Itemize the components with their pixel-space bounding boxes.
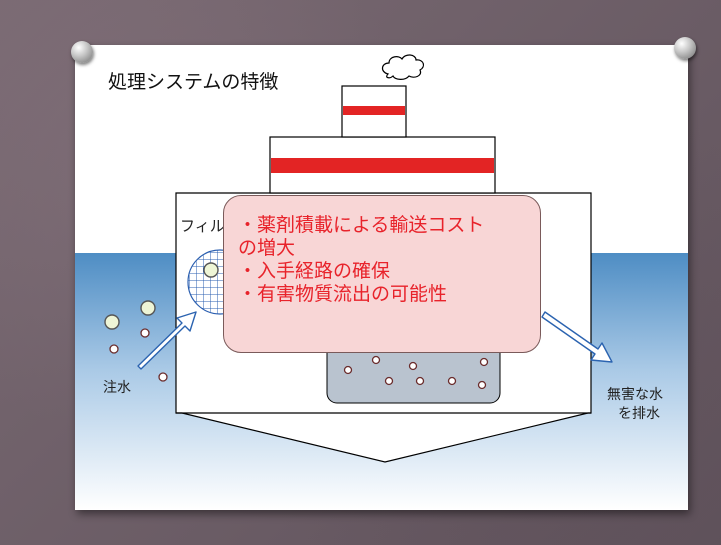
tank-particle [447,376,457,386]
tank-particle [371,355,381,365]
callout-item: の増大 [238,237,296,259]
water-particle [140,300,156,316]
filter-particle [203,262,219,278]
callout-item: ・有害物質流出の可能性 [238,283,448,305]
filter-label: フィル [180,217,225,235]
stripe-lower [271,158,494,173]
tank-particle [408,361,418,371]
outlet-arrow [541,311,613,363]
water-particle [104,314,120,330]
tank-particle [384,376,394,386]
water-particle [109,344,119,354]
water-particle [140,328,150,338]
callout-item: ・薬剤積載による輸送コスト [238,214,485,236]
drawback-callout: ・薬剤積載による輸送コスト の増大 ・入手経路の確保 ・有害物質流出の可能性 [223,195,541,353]
smoke-cloud [381,54,425,80]
tank-particle [343,365,353,375]
callout-item: ・入手経路の確保 [238,260,391,282]
pin-right-icon [674,37,696,59]
outlet-label-line1: 無害な水 [607,387,663,403]
inlet-label: 注水 [103,380,131,396]
water-particle [158,372,168,382]
tank-particle [479,357,489,367]
inlet-arrow [137,311,197,370]
pin-left-icon [71,41,93,63]
outlet-label-line2: を排水 [618,406,660,422]
tank-particle [415,376,425,386]
stripe-upper [343,106,405,115]
tank-particle [477,380,487,390]
slide-title: 処理システムの特徴 [108,71,279,93]
